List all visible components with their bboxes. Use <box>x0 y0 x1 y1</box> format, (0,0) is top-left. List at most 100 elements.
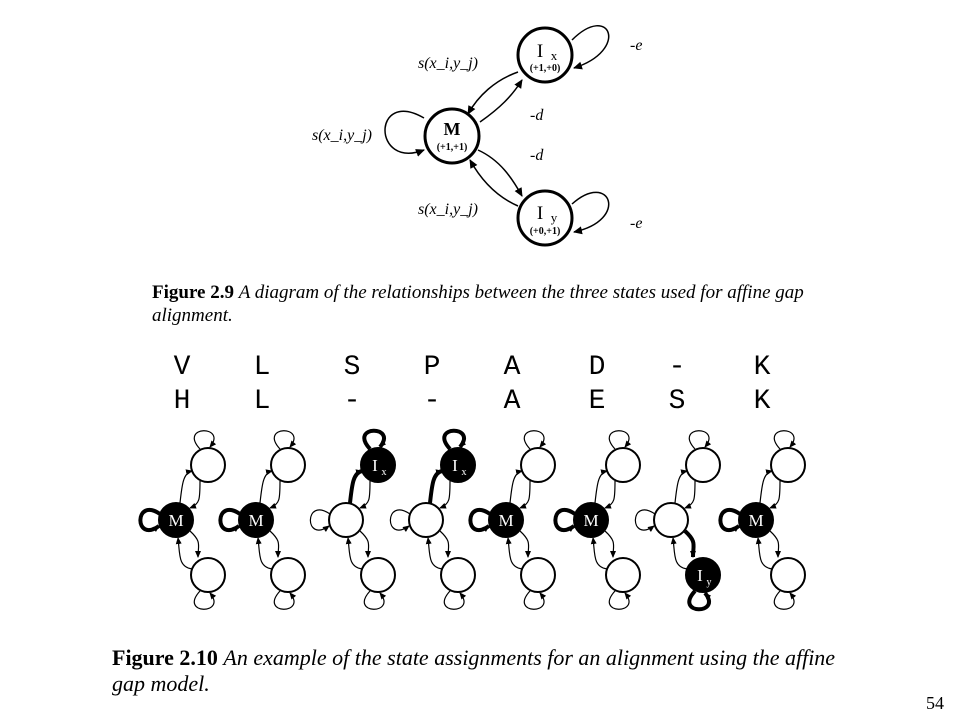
edge-m-to-iy <box>269 530 282 558</box>
m-self-loop <box>718 507 742 533</box>
ix-self-loop <box>523 430 547 450</box>
edge-ix-to-m <box>189 480 201 509</box>
state-unit: M <box>468 430 556 610</box>
state-iy-node <box>270 557 306 593</box>
edge-m-to-iy <box>604 530 617 558</box>
edge-ix-to-m <box>269 480 281 509</box>
seq-top-char: L <box>253 352 271 383</box>
state-ix-node <box>190 447 226 483</box>
state-m-node <box>408 502 444 538</box>
state-iy-node-sub: y <box>707 577 712 588</box>
state-ix-node <box>770 447 806 483</box>
m-self-loop <box>389 509 411 532</box>
m-self-loop <box>218 507 242 533</box>
seq-bottom-char: - <box>343 386 361 417</box>
state-ix-node-sub: x <box>382 467 387 478</box>
state-ix-node-label: I <box>452 456 458 475</box>
edge-m-to-iy <box>439 530 452 558</box>
state-unit: M <box>138 430 226 610</box>
seq-bottom-char: A <box>503 386 521 417</box>
edge-m-to-ix <box>479 79 523 123</box>
state-m-node-label: M <box>748 511 763 530</box>
edge-ix-to-m <box>519 480 531 509</box>
iy-self-loop <box>608 590 632 610</box>
edge-ix-to-m <box>359 480 371 509</box>
edge-m-to-ix <box>259 469 273 504</box>
state-ix-node <box>685 447 721 483</box>
state-ix: I x (+1,+0) <box>516 26 574 84</box>
label-iy-self: -e <box>630 215 642 232</box>
seq-top-char: - <box>668 352 686 383</box>
state-m-node-label: M <box>583 511 598 530</box>
label-ix-self: -e <box>630 37 642 54</box>
m-self-loop <box>468 507 492 533</box>
label-m-to-iy: -d <box>530 147 544 164</box>
state-iy-node <box>360 557 396 593</box>
figure-2-9-caption-text: A diagram of the relationships between t… <box>152 282 804 326</box>
edge-iy-to-m <box>505 537 523 570</box>
state-iy-sub: y <box>551 210 558 225</box>
state-ix-node <box>605 447 641 483</box>
state-ix-node <box>520 447 556 483</box>
ix-self-loop <box>773 430 797 450</box>
state-ix-name: I <box>537 41 543 62</box>
edge-iy-to-m <box>255 537 273 570</box>
seq-top-char: P <box>423 352 441 383</box>
edge-iy-to-m <box>345 537 363 570</box>
state-m-node-label: M <box>168 511 183 530</box>
state-m-node <box>573 502 609 538</box>
state-ix-node-sub: x <box>462 467 467 478</box>
edge-iy-to-m <box>425 537 443 570</box>
iy-self-loop <box>523 590 547 610</box>
state-ix-node <box>440 447 476 483</box>
edge-m-to-ix <box>348 469 363 504</box>
edge-ix-to-m <box>604 480 616 509</box>
figure-2-9-diagram: I x (+1,+0) M (+1,+1) I y (+0,+1) s(x_i,… <box>312 25 642 247</box>
edge-m-to-ix <box>759 469 773 504</box>
state-m-node <box>488 502 524 538</box>
state-iy: I y (+0,+1) <box>516 189 574 247</box>
state-m-node <box>738 502 774 538</box>
ix-self-loop <box>193 430 217 450</box>
seq-top-char: K <box>753 352 771 383</box>
label-m-self: s(x_i,y_j) <box>312 127 372 144</box>
state-iy-node <box>770 557 806 593</box>
m-self-loop <box>384 110 425 157</box>
state-ix-node <box>360 447 396 483</box>
edge-m-to-iy <box>359 530 372 558</box>
iy-self-loop <box>193 590 217 610</box>
seq-bottom-char: L <box>253 386 271 417</box>
iy-self-loop <box>571 191 610 235</box>
ix-self-loop <box>608 430 632 450</box>
state-unit: M <box>218 430 306 610</box>
edge-m-to-ix <box>428 469 443 504</box>
state-ix-node <box>270 447 306 483</box>
state-iy-node <box>605 557 641 593</box>
state-m-node <box>328 502 364 538</box>
edge-ix-to-m <box>467 71 519 115</box>
edge-m-to-iy <box>769 530 782 558</box>
state-ix-sub: x <box>551 48 558 63</box>
seq-top-char: V <box>173 352 191 383</box>
edge-iy-to-m <box>469 159 519 207</box>
edge-ix-to-m <box>684 480 696 509</box>
m-self-loop <box>634 509 656 532</box>
state-ix-coords: (+1,+0) <box>530 63 561 74</box>
m-self-loop <box>309 509 331 532</box>
figure-2-10-caption: Figure 2.10 An example of the state assi… <box>112 645 872 698</box>
state-m: M (+1,+1) <box>423 107 481 165</box>
edge-m-to-ix <box>509 469 523 504</box>
ix-self-loop <box>362 428 387 451</box>
edge-ix-to-m <box>439 480 451 509</box>
state-iy-node <box>685 557 721 593</box>
state-unit: M <box>718 430 806 610</box>
iy-self-loop <box>687 589 712 612</box>
state-m-coords: (+1,+1) <box>437 142 468 153</box>
figure-2-9-caption-label: Figure 2.9 <box>152 282 234 303</box>
ix-self-loop <box>442 428 467 451</box>
iy-self-loop <box>773 590 797 610</box>
label-iy-to-m: s(x_i,y_j) <box>418 201 478 218</box>
